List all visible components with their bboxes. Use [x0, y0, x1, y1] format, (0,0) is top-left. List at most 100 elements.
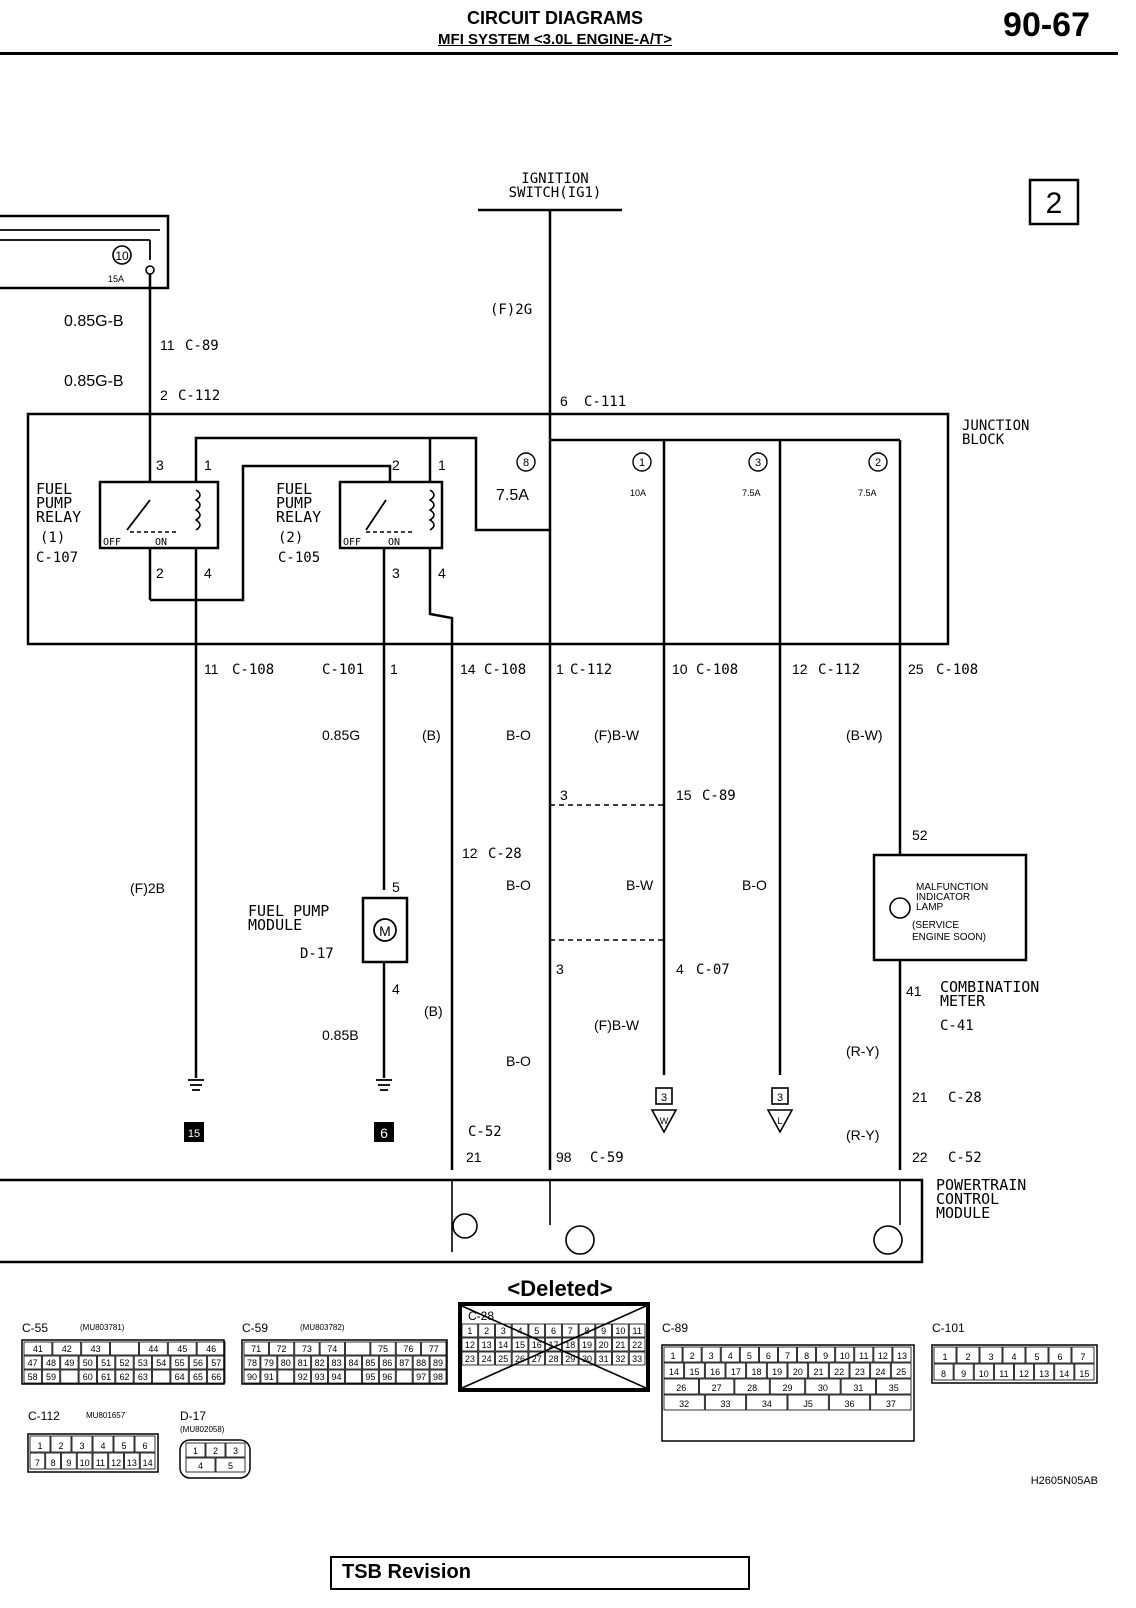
connector-pin-label: 48: [46, 1358, 56, 1368]
wire-label: 0.85G: [322, 727, 360, 743]
fpm-conn: D-17: [300, 946, 334, 962]
connector-pin-cell: [188, 1369, 208, 1384]
connector-pin-label: 15: [515, 1340, 525, 1350]
deleted-label: <Deleted>: [507, 1276, 612, 1301]
connector-pin-label: 10: [80, 1458, 90, 1468]
connector-pin-cell: [378, 1355, 396, 1370]
left-wire-conn1: C-89: [185, 338, 219, 354]
connector-pin-label: 66: [211, 1372, 221, 1382]
mil-label-2: INDICATOR: [916, 892, 970, 903]
sheet-number: 2: [1046, 187, 1063, 220]
connector-pin-cell: [663, 1346, 683, 1363]
wire-label: B-O: [506, 1053, 531, 1069]
connector-pin-label: 89: [433, 1358, 443, 1368]
connector-pin-cell: [461, 1351, 479, 1366]
page-number: 90-67: [1003, 6, 1090, 44]
connector-pin-label: 3: [988, 1352, 993, 1362]
connector-pin-label: 2: [213, 1446, 218, 1456]
connector-pin-cell: [870, 1394, 912, 1411]
connector-pin-cell: [746, 1394, 788, 1411]
relay1-label-4: (1): [40, 530, 65, 546]
connector-pin-label: 2: [58, 1441, 63, 1451]
connector-pin-label: 19: [582, 1340, 592, 1350]
fuse-3-rating: 7.5A: [742, 488, 761, 498]
fpm-label-1: FUEL PUMP: [248, 902, 329, 920]
connector-pin-cell: [511, 1323, 529, 1338]
connector-pin-cell: [849, 1362, 871, 1379]
fpm-pin-bot: 4: [392, 981, 400, 997]
connector-pin-cell: [78, 1355, 97, 1370]
ground-6-label: 6: [380, 1125, 388, 1141]
connector-pin-label: 13: [127, 1458, 137, 1468]
connector-pin-cell: [545, 1323, 562, 1338]
conn-c112-grid: [27, 1433, 159, 1473]
connector-pin-label: 25: [896, 1367, 906, 1377]
mil-label-3: LAMP: [916, 902, 944, 913]
mil-pin-top: 52: [912, 827, 928, 843]
motor-letter: M: [379, 923, 391, 939]
connector-pin-label: 83: [332, 1358, 342, 1368]
mil-label-5: ENGINE SOON): [912, 932, 986, 943]
connector-pin-cell: [207, 1369, 226, 1384]
jb-out-pin: 11: [204, 661, 219, 677]
connector-pin-cell: [495, 1351, 512, 1366]
fuse10-num: 10: [115, 249, 129, 263]
relay2-coil: [428, 489, 435, 531]
connector-pin-label: 3: [501, 1326, 506, 1336]
conn-c59-part: (MU803782): [300, 1323, 345, 1332]
pcm-label-1: POWERTRAIN: [936, 1176, 1026, 1194]
connector-pin-label: 54: [156, 1358, 166, 1368]
connector-pin-cell: [699, 1378, 735, 1395]
connector-pin-cell: [243, 1355, 261, 1370]
conn-c112-id: C-112: [28, 1409, 60, 1423]
connector-pin-label: 71: [251, 1344, 261, 1354]
conn-c28-deleted: [458, 1302, 650, 1392]
connector-pin-cell: [828, 1394, 871, 1411]
connector-pin-label: 12: [878, 1351, 888, 1361]
connector-pin-label: 5: [534, 1326, 539, 1336]
relay1-to-relay2: [150, 464, 392, 602]
connector-pin-cell: [45, 1452, 61, 1470]
connector-pin-label: 77: [429, 1344, 439, 1354]
connector-pin-label: 7: [785, 1351, 790, 1361]
connector-pin-cell: [528, 1337, 546, 1352]
connector-pin-label: 92: [298, 1372, 308, 1382]
connector-pin-cell: [412, 1355, 430, 1370]
connector-pin-label: 24: [875, 1367, 885, 1377]
page-subtitle: MFI SYSTEM <3.0L ENGINE-A/T>: [438, 31, 672, 48]
connector-pin-label: 3: [79, 1441, 84, 1451]
connector-pin-cell: [595, 1351, 612, 1366]
connector-pin-cell: [561, 1323, 579, 1338]
connector-pin-cell: [663, 1378, 699, 1395]
fuse10-terminal: [145, 265, 155, 275]
connector-pin-label: 8: [584, 1326, 589, 1336]
connector-pin-cell: [595, 1337, 612, 1352]
pcm-transistor-2: [565, 1225, 595, 1255]
connector-pin-label: 1: [671, 1351, 676, 1361]
connector-pin-cell: [528, 1323, 546, 1338]
jb-out-conn: C-108: [696, 662, 738, 678]
connector-pin-label: 1: [942, 1352, 947, 1362]
wire-label: (F)B-W: [594, 1017, 640, 1033]
connector-pin-label: 80: [281, 1358, 291, 1368]
connector-pin-label: 27: [532, 1354, 542, 1364]
supply-conn-pin: 6: [560, 393, 568, 409]
connector-pin-cell: [139, 1341, 168, 1356]
connector-pin-cell: [23, 1341, 53, 1356]
relay1-pin-bl: 2: [156, 565, 164, 581]
connector-pin-cell: [92, 1435, 114, 1453]
connector-pin-cell: [328, 1369, 345, 1384]
connector-pin-label: 59: [46, 1372, 56, 1382]
connector-pin-label: 29: [782, 1383, 792, 1393]
connector-pin-cell: [561, 1351, 579, 1366]
combination-meter-conn: C-41: [940, 1018, 974, 1034]
connector-pin-cell: [682, 1346, 702, 1363]
wire-label: (F)2B: [130, 880, 165, 896]
junction-block-label-2: BLOCK: [962, 432, 1005, 448]
c28-mid-pin: 12: [462, 845, 478, 861]
connector-pin-cell: [612, 1351, 629, 1366]
pcm-in-conn: C-52: [468, 1124, 502, 1140]
connector-pin-cell: [133, 1369, 152, 1384]
supply-conn-id: C-111: [584, 394, 626, 410]
connector-pin-label: 91: [264, 1372, 274, 1382]
